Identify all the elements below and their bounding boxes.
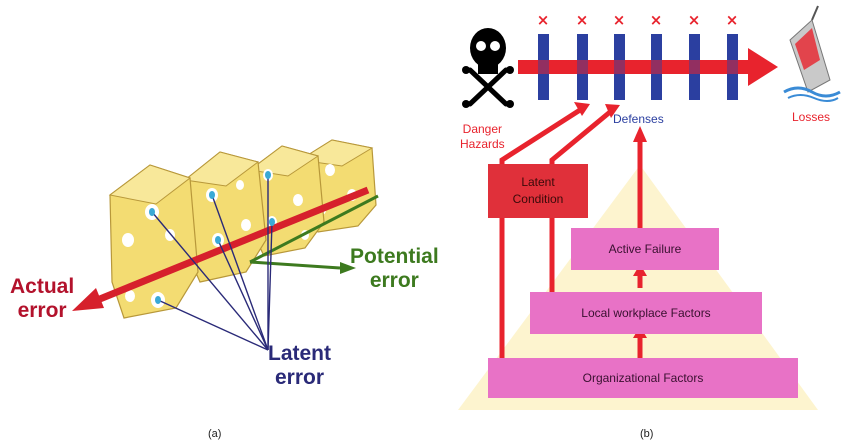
panel-b-caption: (b) [640,428,654,440]
failure-mark: × [688,11,701,29]
potential-error-line2: error [369,269,419,292]
failure-mark: × [537,11,550,29]
active-failure-box [571,228,719,270]
actual-error-arrow [72,186,370,311]
failure-mark: × [576,11,589,29]
latent-condition-text: Latent Condition [488,164,588,218]
local-workplace-text: Local workplace Factors [581,306,711,320]
danger-line: Danger [462,122,503,136]
actual-error-label: Actual error [10,275,74,323]
latent-error-label: Latent error [268,342,331,390]
sinking-ship-icon [783,5,841,102]
latent-error-line2: error [274,366,325,389]
cheese-slice [183,151,267,283]
danger-hazards-label: Danger Hazards [460,122,505,152]
potential-error-line1: Potential [350,245,439,268]
causal-connector-arrows [499,107,643,358]
skull-crossbones-icon [462,28,514,108]
organizational-box [488,358,798,398]
latent-error-pointers [151,175,273,351]
hazards-line: Hazards [460,137,505,151]
cheese-slice [108,164,199,319]
accident-model-diagram: × × × × × × [458,5,841,410]
latent-condition-line2: Condition [512,192,564,206]
failure-mark: × [650,11,663,29]
latent-condition-line1: Latent [521,175,555,189]
latent-error-line1: Latent [268,342,331,365]
swiss-cheese-illustration [72,139,379,351]
potential-error-label: Potential error [350,245,439,293]
failure-mark: × [726,11,739,29]
latent-hole-highlights [149,171,275,304]
local-workplace-box [530,292,762,334]
defense-barriers-overlap [538,60,738,74]
organizational-text: Organizational Factors [582,371,704,385]
barrier-failure-marks: × × × × × × [537,11,739,29]
actual-error-line2: error [17,299,67,322]
hazard-to-loss-arrow [518,48,778,86]
latent-condition-box [488,164,588,218]
defenses-label: Defenses [613,112,664,126]
active-failure-text: Active Failure [608,242,682,256]
failure-mark: × [613,11,626,29]
losses-label: Losses [792,110,831,124]
panel-a-caption: (a) [208,428,222,440]
actual-error-line1: Actual [10,275,75,298]
